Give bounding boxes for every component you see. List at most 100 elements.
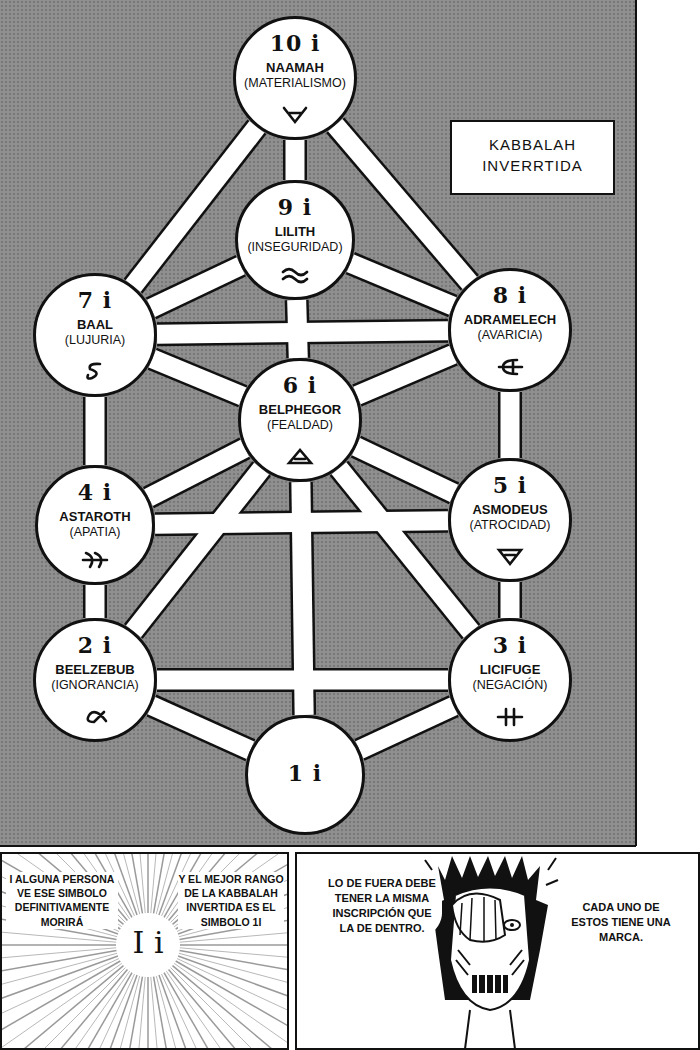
sephira-circle: 8 iADRAMELECH(AVARICIA): [448, 268, 572, 392]
rank-number: 8 i: [493, 282, 527, 308]
screentone-panel: [0, 0, 636, 846]
vice-name: (FEALDAD): [267, 418, 333, 433]
burst-ray: [147, 977, 149, 1048]
rank-number: 5 i: [493, 472, 527, 498]
path-band-fill: [151, 706, 250, 751]
vice-name: (INSEGURIDAD): [247, 240, 342, 255]
rank-number: 3 i: [493, 632, 527, 658]
demon-name: BAAL: [77, 317, 113, 333]
character-figure: [424, 856, 558, 1049]
sigil-symbol: [80, 361, 110, 383]
path-band-fill: [356, 447, 454, 494]
sigil-symbol: [495, 706, 525, 728]
sigil-symbol: [495, 356, 525, 378]
burst-ray: [173, 966, 287, 1048]
speech-bubble: CADA UNO DE ESTOS TIENE UNA MARCA.: [560, 890, 682, 955]
sephira-circle: 10 i NAAMAH(MATERIALISMO): [233, 16, 357, 140]
burst-ray: [2, 970, 127, 1048]
path-band: [498, 392, 522, 458]
sephira-circle: 4 i ASTAROTH(APATIA): [35, 465, 155, 585]
sigil-symbol: [80, 706, 110, 728]
panel-border: [1, 853, 288, 1049]
sigil-symbol: [280, 264, 310, 286]
panel-border: [635, 0, 637, 846]
rank-number: 6 i: [283, 372, 317, 398]
path-band: [283, 140, 307, 180]
path-band: [357, 354, 453, 395]
vice-name: (APATIA): [70, 525, 121, 540]
burst-ray: [2, 953, 117, 1012]
burst-ray: [176, 961, 287, 1048]
title-text: KABBALAH INVERRTIDA: [462, 135, 603, 176]
path-band: [498, 582, 522, 618]
sigil-symbol: [280, 104, 310, 126]
path-band: [152, 359, 242, 397]
path-band-fill: [357, 354, 453, 395]
burst-ray: [162, 974, 258, 1048]
vice-name: (IGNORANCIA): [51, 678, 139, 693]
path-band-fill: [286, 140, 305, 180]
path-band-fill: [501, 582, 520, 618]
rank-number: 9 i: [278, 194, 312, 220]
burst-ray: [180, 944, 287, 946]
radiant-burst: [2, 854, 287, 1048]
demon-name: BEELZEBUB: [55, 662, 134, 678]
path-band: [151, 706, 250, 751]
burst-ray: [2, 966, 123, 1048]
sephira-circle: 1 i: [245, 715, 365, 835]
path-band: [157, 668, 448, 692]
path-band-fill: [152, 359, 242, 397]
sephira-circle: 7 iBAAL(LUJURIA): [33, 273, 157, 397]
demon-name: LILITH: [275, 224, 315, 240]
panel-border: [296, 853, 699, 1049]
burst-ray: [151, 854, 171, 913]
panel-border: [0, 845, 636, 847]
burst-ray: [159, 975, 237, 1048]
rank-number: 7 i: [78, 287, 112, 313]
demon-name: ASMODEUS: [472, 502, 547, 518]
rank-number: 4 i: [78, 479, 112, 505]
burst-ray: [2, 959, 119, 1048]
band-outlines: [95, 125, 510, 750]
rank-number: 2 i: [78, 632, 112, 658]
speech-bubble: LO DE FUERA DEBE TENER LA MISMA INSCRIPC…: [322, 866, 442, 945]
path-band-fill: [86, 397, 105, 465]
path-band-fill: [151, 266, 241, 309]
caption-text: Y EL MEJOR RANGO DE LA KABBALAH INVERTID…: [178, 872, 284, 929]
path-band: [157, 331, 448, 335]
sephira-circle: 5 iASMODEUS(ATROCIDAD): [448, 458, 572, 582]
band-fills: [95, 125, 510, 750]
path-band-fill: [157, 671, 448, 690]
path-band: [151, 266, 241, 309]
burst-ray: [154, 977, 194, 1048]
path-band: [83, 397, 107, 465]
sigil-symbol: [285, 446, 315, 468]
sephira-circle: 6 iBELPHEGOR(FEALDAD): [238, 358, 362, 482]
path-band-fill: [350, 263, 452, 306]
demon-name: ASTAROTH: [59, 509, 130, 525]
burst-ray: [125, 854, 145, 913]
burst-ray: [174, 963, 287, 1048]
path-band-fill: [359, 706, 453, 750]
title-box: KABBALAH INVERRTIDA: [450, 120, 615, 195]
sephira-circle: 2 i BEELZEBUB(IGNORANCIA): [33, 618, 157, 742]
burst-ray: [2, 944, 116, 946]
vice-name: (MATERIALISMO): [244, 76, 346, 91]
burst-ray: [151, 977, 171, 1048]
demon-name: NAAMAH: [266, 60, 324, 76]
burst-ray: [156, 976, 215, 1048]
demon-name: ADRAMELECH: [464, 312, 556, 328]
rank-number: 10 i: [270, 30, 321, 56]
vice-name: (NEGACIÓN): [473, 678, 548, 693]
burst-ray: [177, 854, 287, 931]
burst-ray: [178, 856, 287, 934]
rank-number: 1 i: [288, 760, 322, 786]
sigil-symbol: [80, 549, 110, 571]
burst-ray: [2, 856, 118, 934]
path-band: [359, 706, 453, 750]
burst-ray: [2, 948, 116, 968]
path-band: [356, 447, 454, 494]
path-band-fill: [501, 392, 520, 458]
sigil-symbol: [495, 546, 525, 568]
path-band-fill: [148, 448, 244, 497]
